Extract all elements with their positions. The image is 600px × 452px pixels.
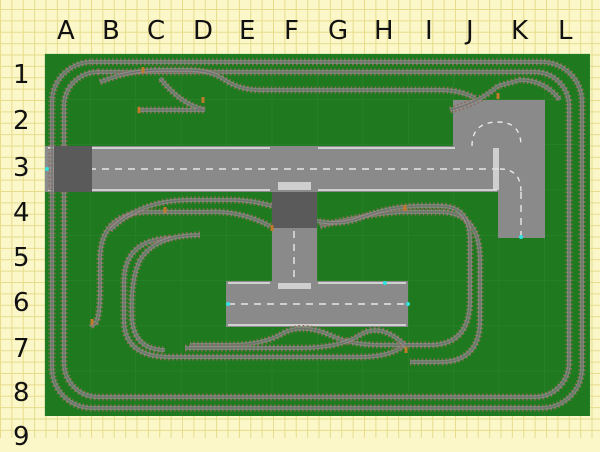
siding-row-two-track[interactable]	[138, 77, 206, 111]
row-label-7: 7	[13, 334, 30, 364]
bottom-siding-track[interactable]	[185, 329, 406, 349]
column-label-a: A	[57, 16, 75, 46]
track-signal[interactable]	[163, 207, 167, 213]
level-crossing-center[interactable]	[272, 192, 317, 228]
second-loop-track[interactable]	[63, 71, 570, 398]
column-label-h: H	[374, 16, 394, 46]
row-label-5: 5	[13, 243, 30, 273]
connection-point-marker[interactable]	[383, 281, 387, 285]
outer-loop-track[interactable]	[51, 61, 583, 409]
corner-curve-line	[499, 168, 522, 193]
column-label-k: K	[511, 16, 529, 46]
inner-left-curve-track[interactable]	[131, 234, 201, 351]
column-label-e: E	[239, 16, 256, 46]
track-signal[interactable]	[141, 67, 145, 73]
track-signal[interactable]	[496, 93, 500, 99]
level-crossings[interactable]	[54, 146, 499, 289]
track-signal[interactable]	[201, 97, 205, 103]
track-signal[interactable]	[403, 205, 407, 211]
column-label-d: D	[193, 16, 214, 46]
column-label-i: I	[425, 16, 433, 46]
row-label-6: 6	[13, 288, 30, 318]
crosswalk-center	[278, 182, 311, 190]
track-switch-row-two[interactable]	[449, 79, 561, 111]
connection-point-marker[interactable]	[406, 302, 410, 306]
row-label-4: 4	[13, 198, 30, 228]
connection-point-marker[interactable]	[519, 235, 523, 239]
row-label-8: 8	[13, 378, 30, 408]
column-label-j: J	[466, 16, 474, 46]
track-signal[interactable]	[270, 225, 274, 231]
row-label-2: 2	[13, 106, 30, 136]
row-label-1: 1	[13, 60, 30, 90]
column-label-f: F	[284, 16, 299, 46]
crosswalk-right	[493, 148, 499, 190]
inner-oval-track[interactable]	[123, 237, 406, 358]
level-crossing-left[interactable]	[54, 146, 92, 192]
crosswalk-lower	[278, 283, 311, 289]
road-lower-horizontal[interactable]	[226, 281, 408, 327]
middle-loop-track[interactable]	[109, 199, 471, 346]
baseplate-layout[interactable]	[0, 0, 600, 438]
railway-tracks[interactable]	[48, 58, 586, 412]
track-signal[interactable]	[404, 347, 408, 353]
track-markers[interactable]	[45, 67, 523, 353]
column-label-l: L	[558, 16, 573, 46]
track-signal[interactable]	[137, 107, 141, 113]
column-label-c: C	[147, 16, 166, 46]
column-label-g: G	[328, 16, 349, 46]
row-label-3: 3	[13, 153, 30, 183]
connection-point-marker[interactable]	[45, 167, 49, 171]
track-signal[interactable]	[90, 319, 94, 325]
corner-inner-curve	[471, 121, 522, 147]
siding-top-track[interactable]	[99, 69, 476, 99]
column-label-b: B	[102, 16, 120, 46]
connection-point-marker[interactable]	[226, 302, 230, 306]
